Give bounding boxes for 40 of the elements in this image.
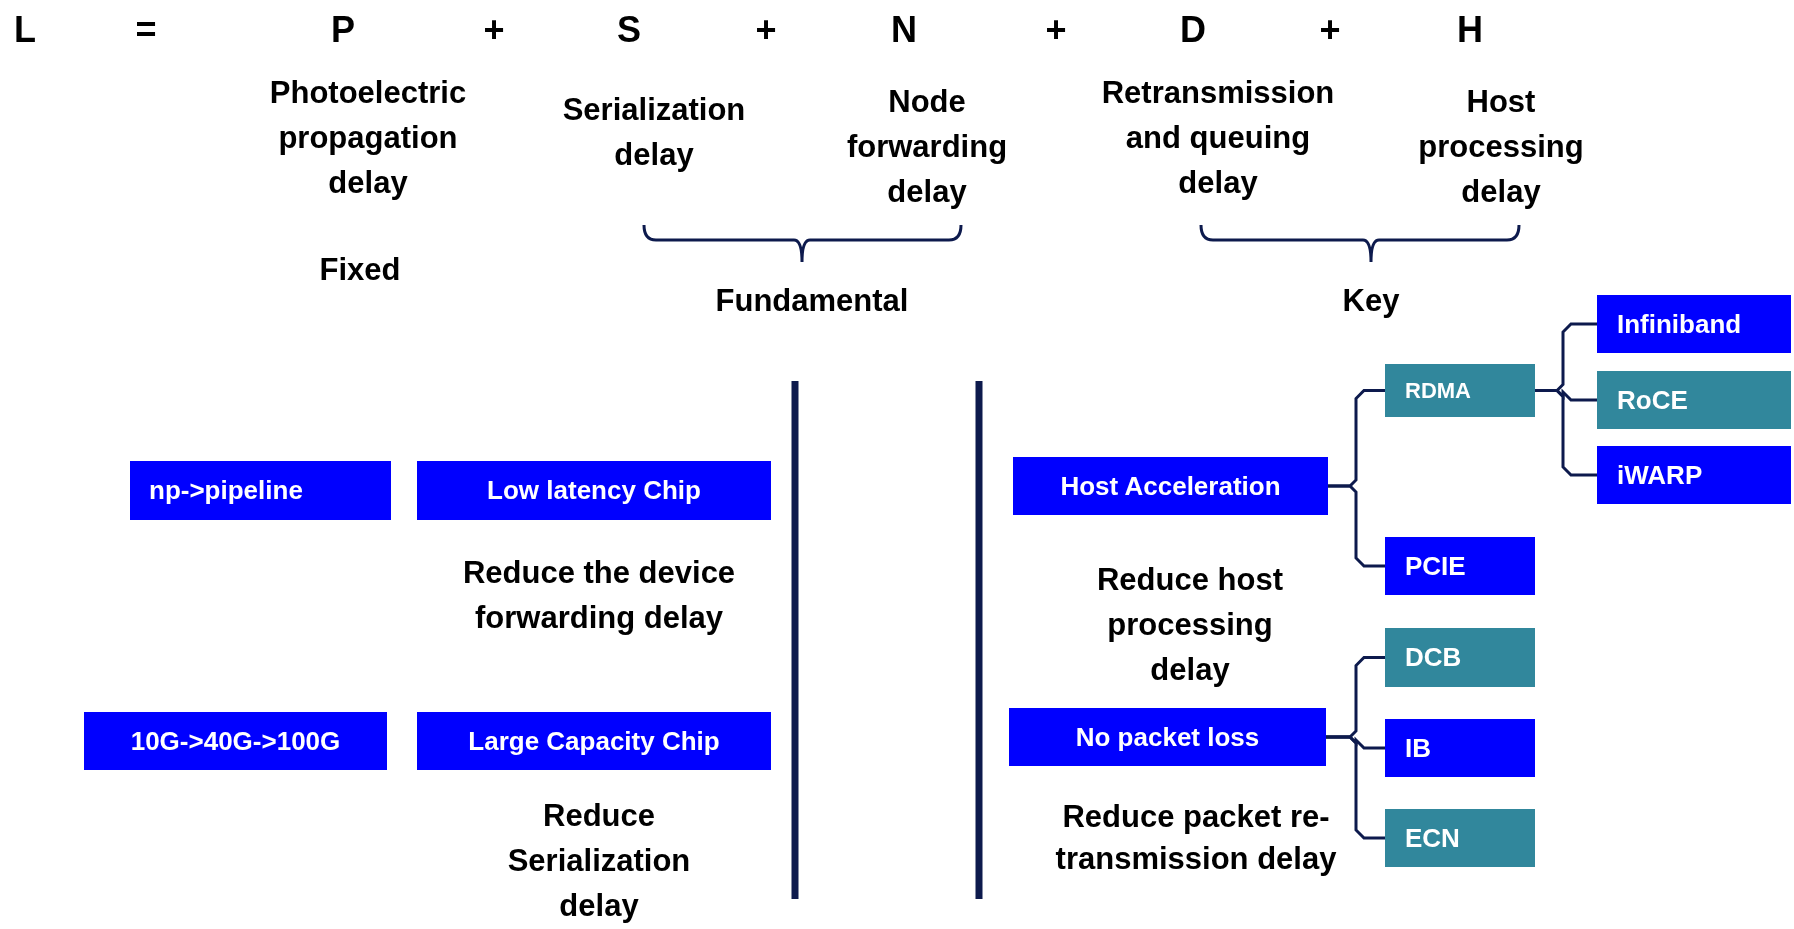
formula-variable: N: [890, 8, 918, 52]
formula-operator: +: [1318, 8, 1342, 52]
technology-box: Low latency Chip: [417, 461, 771, 520]
category-label: Key: [1341, 282, 1401, 320]
formula-variable: L: [13, 8, 37, 52]
term-description: Photoelectric propagation delay: [268, 74, 468, 202]
term-description: Retransmission and queuing delay: [1100, 74, 1336, 202]
technology-box: PCIE: [1385, 537, 1535, 595]
formula-variable: H: [1456, 8, 1484, 52]
term-description: Node forwarding delay: [845, 83, 1009, 211]
technology-box: iWARP: [1597, 446, 1791, 504]
goal-text: Reduce packet re-transmission delay: [1054, 798, 1338, 878]
formula-variable: D: [1179, 8, 1207, 52]
technology-box: Infiniband: [1597, 295, 1791, 353]
formula-operator: =: [134, 8, 158, 52]
technology-box: Large Capacity Chip: [417, 712, 771, 770]
term-description: Serialization delay: [561, 91, 747, 174]
goal-text: Reduce Serialization delay: [506, 797, 692, 925]
technology-box: np->pipeline: [130, 461, 391, 520]
formula-variable: P: [330, 8, 356, 52]
category-label: Fixed: [318, 251, 402, 289]
brace-connector: [1535, 389, 1597, 477]
formula-operator: +: [1044, 8, 1068, 52]
goal-text: Reduce the device forwarding delay: [461, 554, 737, 637]
technology-box: No packet loss: [1009, 708, 1326, 766]
technology-box: DCB: [1385, 628, 1535, 687]
goal-text: Reduce host processing delay: [1096, 561, 1284, 689]
technology-box: RDMA: [1385, 364, 1535, 417]
brace-connector: [1328, 484, 1385, 568]
formula-operator: +: [754, 8, 778, 52]
technology-box: 10G->40G->100G: [84, 712, 387, 770]
technology-box: RoCE: [1597, 371, 1791, 429]
technology-box: ECN: [1385, 809, 1535, 867]
term-description: Host processing delay: [1417, 83, 1585, 211]
formula-variable: S: [616, 8, 642, 52]
technology-box: IB: [1385, 719, 1535, 777]
formula-operator: +: [482, 8, 506, 52]
category-label: Fundamental: [714, 282, 910, 320]
brace-connector: [1326, 735, 1385, 840]
technology-box: Host Acceleration: [1013, 457, 1328, 515]
